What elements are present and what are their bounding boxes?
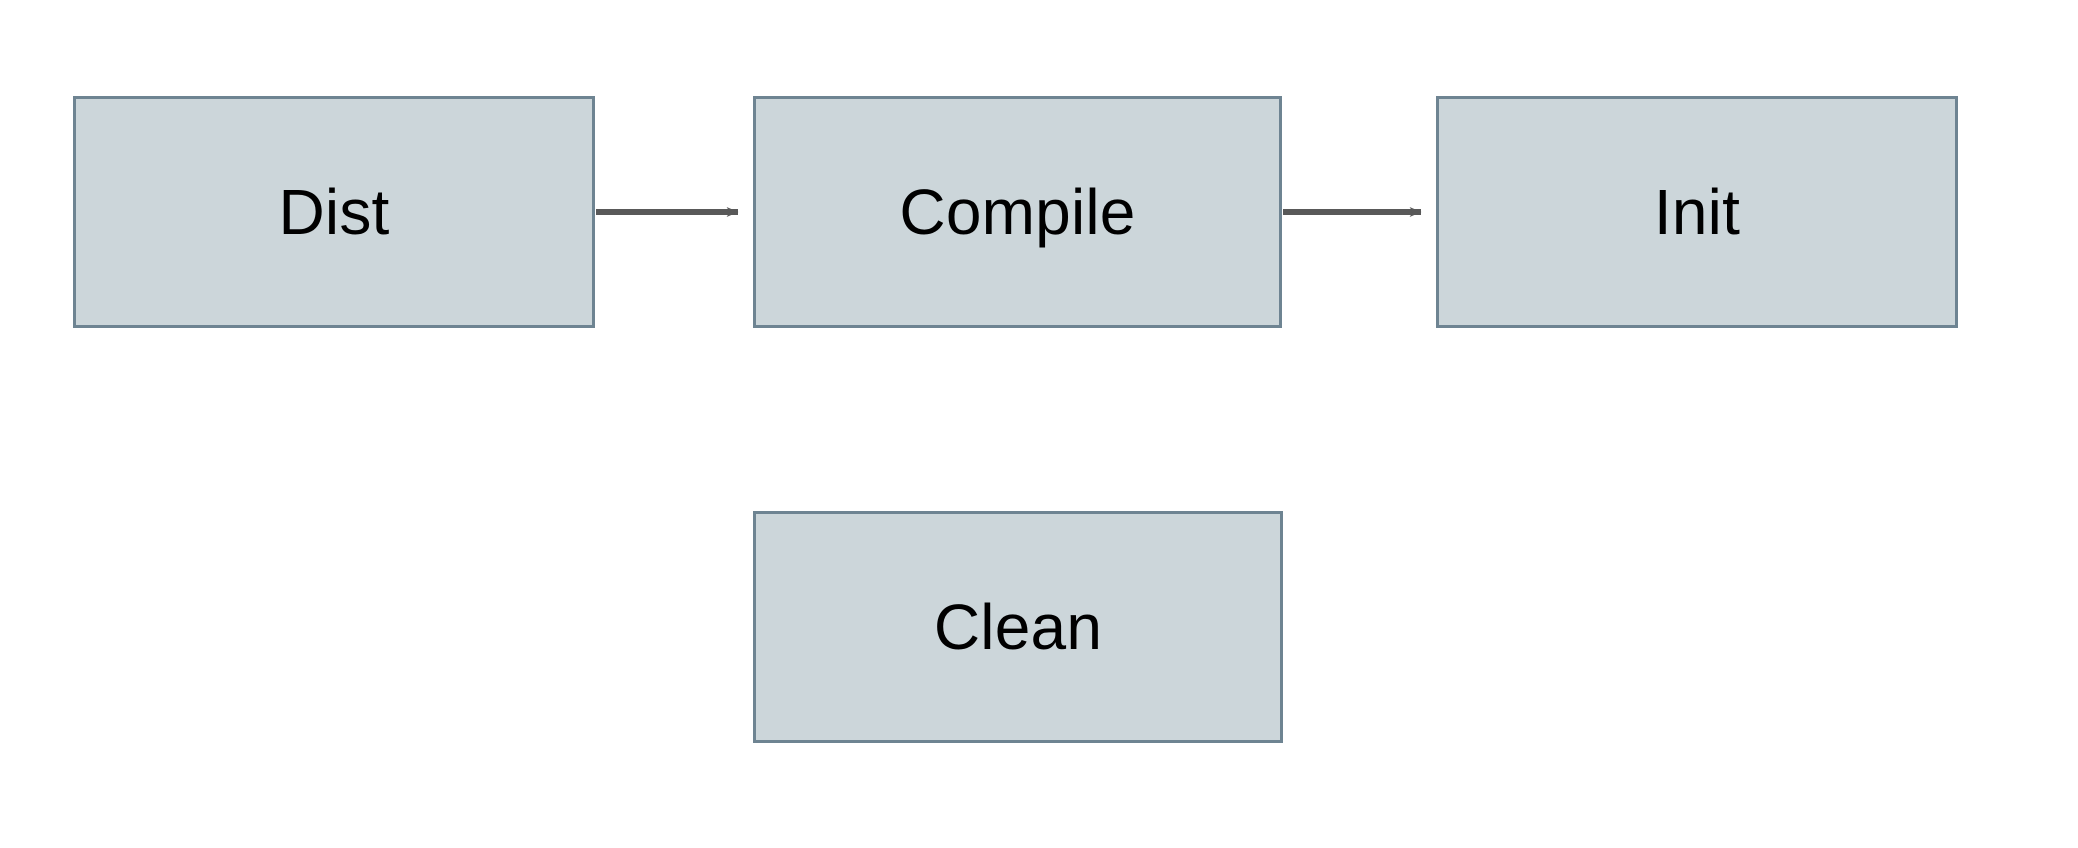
node-compile[interactable]: Compile bbox=[753, 96, 1282, 328]
node-dist[interactable]: Dist bbox=[73, 96, 595, 328]
node-clean[interactable]: Clean bbox=[753, 511, 1283, 743]
node-init[interactable]: Init bbox=[1436, 96, 1958, 328]
node-compile-label: Compile bbox=[899, 176, 1136, 248]
node-init-label: Init bbox=[1653, 176, 1741, 248]
node-dist-label: Dist bbox=[278, 176, 390, 248]
node-clean-label: Clean bbox=[933, 591, 1103, 663]
